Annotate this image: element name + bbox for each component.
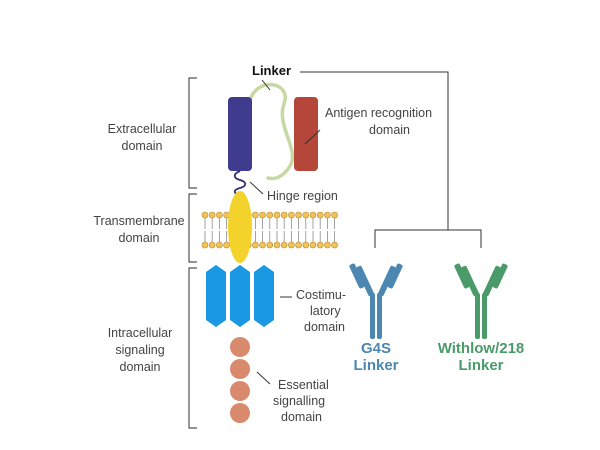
- lipid-head: [216, 241, 223, 249]
- g4s-label-1: G4S: [361, 340, 391, 357]
- lipid-head: [331, 211, 338, 219]
- membrane-bilayer: [201, 211, 338, 249]
- linker-connector: [300, 71, 482, 248]
- lipid-head: [302, 211, 310, 219]
- linker-label: Linker: [252, 63, 291, 78]
- lipid-head: [280, 241, 288, 249]
- costim-label-2: latory: [310, 304, 341, 318]
- hinge-pointer: [249, 181, 264, 195]
- essential-circle-4: [230, 403, 250, 423]
- costim-label-3: domain: [304, 320, 345, 334]
- lipid-head: [288, 241, 295, 249]
- lipid-head: [316, 211, 324, 219]
- lipid-head: [223, 241, 230, 249]
- lipid-head: [288, 211, 295, 219]
- lipid-head: [266, 241, 274, 249]
- essential-circle-3: [230, 381, 250, 401]
- intracellular-label-2: signaling: [115, 343, 164, 357]
- lipid-head: [201, 211, 209, 219]
- essential-circle-1: [230, 337, 250, 357]
- extracellular-bracket: [188, 77, 197, 189]
- transmembrane-label-2: domain: [119, 231, 160, 245]
- lipid-head: [324, 241, 331, 249]
- lipid-head: [252, 211, 259, 219]
- essential-label-3: domain: [281, 410, 322, 424]
- intracellular-bracket: [188, 267, 197, 429]
- transmembrane-domain: [228, 191, 252, 263]
- lipid-head: [273, 241, 281, 249]
- linker-curve: [248, 82, 295, 181]
- g4s-label-2: Linker: [353, 357, 398, 374]
- essential-pointer: [256, 371, 271, 385]
- hinge-label: Hinge region: [267, 189, 338, 203]
- lipid-head: [324, 211, 331, 219]
- lipid-head: [309, 211, 317, 219]
- lipid-head: [302, 241, 310, 249]
- costimulatory-segment-1: [206, 265, 226, 327]
- essential-label-1: Essential: [278, 378, 329, 392]
- vh-domain: [228, 97, 252, 171]
- essential-label-2: signalling: [273, 394, 325, 408]
- intracellular-label-1: Intracellular: [108, 326, 173, 340]
- essential-circle-2: [230, 359, 250, 379]
- lipid-head: [266, 211, 274, 219]
- vl-domain: [294, 97, 318, 171]
- lipid-head: [201, 241, 209, 249]
- costimulatory-segment-3: [254, 265, 274, 327]
- withlow-antibody-icon: [454, 263, 508, 339]
- withlow-label-2: Linker: [458, 357, 503, 374]
- costimulatory-segment-2: [230, 265, 250, 327]
- transmembrane-label-1: Transmembrane: [93, 214, 184, 228]
- lipid-head: [216, 211, 223, 219]
- extracellular-label-2: domain: [122, 139, 163, 153]
- lipid-head: [208, 211, 216, 219]
- antigen-pointer: [304, 129, 321, 145]
- linker-pointer: [261, 79, 271, 91]
- lipid-head: [295, 241, 302, 249]
- lipid-head: [273, 211, 281, 219]
- lipid-head: [259, 241, 266, 249]
- costim-label-1: Costimu-: [296, 288, 346, 302]
- lipid-head: [309, 241, 317, 249]
- lipid-head: [316, 241, 324, 249]
- lipid-head: [208, 241, 216, 249]
- intracellular-label-3: domain: [120, 360, 161, 374]
- antigen-label-1: Antigen recognition: [325, 106, 432, 120]
- lipid-head: [280, 211, 288, 219]
- lipid-head: [252, 241, 259, 249]
- transmembrane-bracket: [188, 193, 197, 263]
- antigen-label-2: domain: [369, 123, 410, 137]
- g4s-antibody-icon: [349, 263, 403, 339]
- withlow-label-1: Withlow/218: [438, 340, 525, 357]
- lipid-head: [295, 211, 302, 219]
- hinge-coil: [233, 170, 247, 197]
- lipid-head: [331, 241, 338, 249]
- extracellular-label-1: Extracellular: [108, 122, 177, 136]
- lipid-head: [259, 211, 266, 219]
